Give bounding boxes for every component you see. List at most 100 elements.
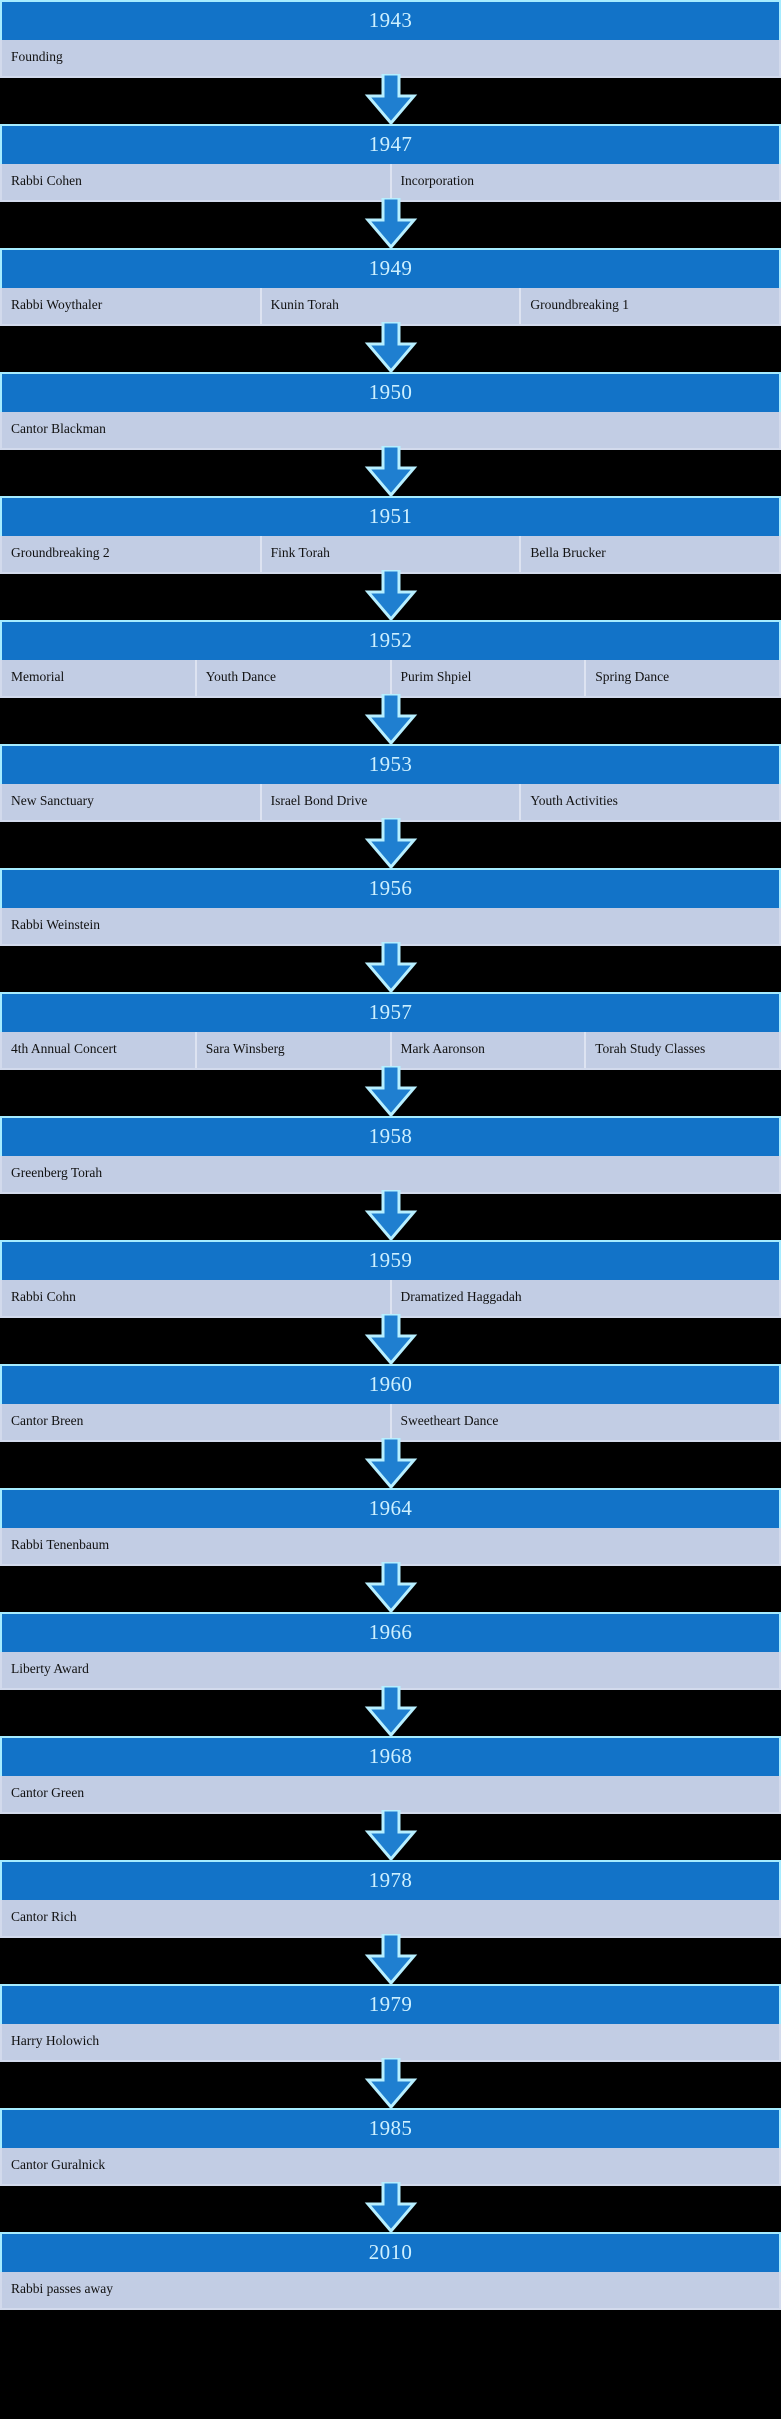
timeline-event-cell: Spring Dance [586,660,779,696]
timeline-event-row: Cantor Guralnick [0,2148,781,2186]
down-arrow-icon [364,942,417,994]
timeline-year-label: 1978 [0,1860,781,1900]
timeline-event-cell: Rabbi Weinstein [2,908,779,944]
timeline-event-row: Cantor Rich [0,1900,781,1938]
timeline-event-cell: New Sanctuary [2,784,262,820]
timeline-year-label: 1979 [0,1984,781,2024]
timeline-event-cell: Cantor Green [2,1776,779,1812]
timeline-event-row: Cantor Blackman [0,412,781,450]
timeline-connector [0,570,781,622]
timeline-connector [0,1066,781,1118]
timeline-connector [0,2182,781,2234]
down-arrow-icon [364,2058,417,2110]
timeline-event-cell: Rabbi Cohen [2,164,392,200]
timeline-event-cell: Cantor Guralnick [2,2148,779,2184]
timeline-event-cell: Kunin Torah [261,288,522,324]
timeline-connector [0,818,781,870]
down-arrow-icon [364,570,417,622]
timeline-event-row: Rabbi passes away [0,2272,781,2310]
down-arrow-icon [364,1190,417,1242]
timeline-event-cell: Cantor Breen [2,1404,392,1440]
down-arrow-icon [364,198,417,250]
timeline-event-cell: Fink Torah [261,536,522,572]
down-arrow-icon [364,1810,417,1862]
timeline-year-label: 2010 [0,2232,781,2272]
timeline-connector [0,322,781,374]
timeline-event-row: Greenberg Torah [0,1156,781,1194]
timeline-event-cell: Sweetheart Dance [391,1404,779,1440]
down-arrow-icon [364,322,417,374]
timeline-event-cell: Sara Winsberg [196,1032,392,1068]
timeline-year-label: 1947 [0,124,781,164]
timeline-connector [0,1438,781,1490]
down-arrow-icon [364,446,417,498]
timeline-connector [0,1686,781,1738]
timeline-event-cell: Founding [2,40,779,76]
timeline-connector [0,1562,781,1614]
timeline-year-label: 1964 [0,1488,781,1528]
timeline-event-cell: Bella Brucker [521,536,780,572]
down-arrow-icon [364,1562,417,1614]
timeline-connector [0,198,781,250]
timeline-event-row: Liberty Award [0,1652,781,1690]
timeline-event-cell: Mark Aaronson [391,1032,587,1068]
timeline-year-label: 1959 [0,1240,781,1280]
timeline-event-cell: Youth Dance [196,660,392,696]
timeline-year-label: 1950 [0,372,781,412]
timeline-year-label: 1952 [0,620,781,660]
timeline-connector [0,1934,781,1986]
down-arrow-icon [364,1686,417,1738]
timeline-event-cell: Israel Bond Drive [261,784,522,820]
timeline-connector [0,2058,781,2110]
timeline-connector [0,942,781,994]
timeline-year-label: 1949 [0,248,781,288]
timeline-event-cell: Rabbi Woythaler [2,288,262,324]
timeline-event-cell: Rabbi Tenenbaum [2,1528,779,1564]
timeline-event-cell: Youth Activities [521,784,780,820]
timeline-event-cell: Rabbi passes away [2,2272,779,2308]
timeline-event-row: Founding [0,40,781,78]
timeline-event-cell: Cantor Blackman [2,412,779,448]
down-arrow-icon [364,694,417,746]
down-arrow-icon [364,1066,417,1118]
timeline-year-label: 1958 [0,1116,781,1156]
timeline-year-label: 1951 [0,496,781,536]
timeline-event-cell: Incorporation [391,164,779,200]
timeline-event-cell: Memorial [2,660,197,696]
timeline-connector [0,694,781,746]
down-arrow-icon [364,1314,417,1366]
timeline-event-row: Harry Holowich [0,2024,781,2062]
timeline-event-cell: Rabbi Cohn [2,1280,392,1316]
timeline-year-label: 1956 [0,868,781,908]
timeline-connector [0,1190,781,1242]
timeline-event-cell: Greenberg Torah [2,1156,779,1192]
timeline-year-label: 1943 [0,0,781,40]
down-arrow-icon [364,818,417,870]
timeline-connector [0,1314,781,1366]
timeline-event-cell: Groundbreaking 2 [2,536,262,572]
timeline-year-label: 1960 [0,1364,781,1404]
timeline-event-cell: Cantor Rich [2,1900,779,1936]
